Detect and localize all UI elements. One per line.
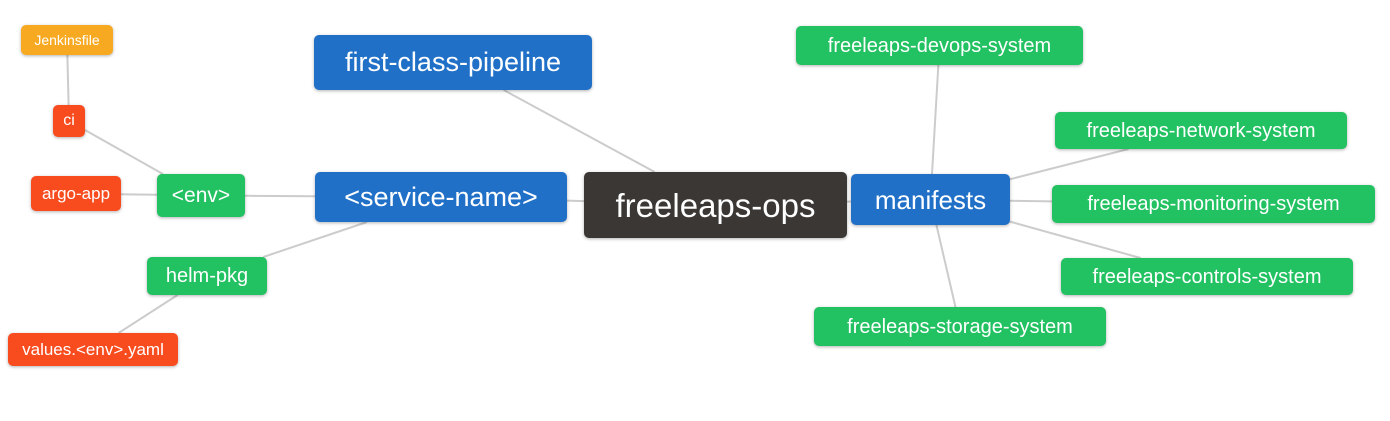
edge-argo-app--env [120, 193, 158, 196]
node-freeleaps-monitoring-system[interactable]: freeleaps-monitoring-system [1052, 185, 1375, 223]
node-ci[interactable]: ci [53, 105, 85, 137]
edge-helm-pkg--service-name [262, 221, 368, 258]
edge-manifests--freeleaps-storage-system [935, 224, 957, 308]
node-freeleaps-controls-system[interactable]: freeleaps-controls-system [1061, 258, 1353, 295]
node-jenkinsfile[interactable]: Jenkinsfile [21, 25, 113, 55]
edge-manifests--freeleaps-devops-system [930, 64, 940, 175]
node-freeleaps-ops[interactable]: freeleaps-ops [584, 172, 847, 238]
node-values-env-yaml[interactable]: values.<env>.yaml [8, 333, 178, 366]
node-helm-pkg[interactable]: helm-pkg [147, 257, 267, 295]
node-first-class-pipeline[interactable]: first-class-pipeline [314, 35, 592, 90]
node-freeleaps-devops-system[interactable]: freeleaps-devops-system [796, 26, 1083, 65]
node-freeleaps-network-system[interactable]: freeleaps-network-system [1055, 112, 1347, 149]
node-freeleaps-storage-system[interactable]: freeleaps-storage-system [814, 307, 1106, 346]
edge-jenkinsfile--ci [66, 54, 70, 106]
edge-manifests--freeleaps-network-system [1009, 148, 1129, 181]
node-argo-app[interactable]: argo-app [31, 176, 121, 211]
edge-first-class-pipeline--freeleaps-ops [503, 89, 656, 173]
edge-values-env-yaml--helm-pkg [118, 294, 179, 334]
edge-manifests--freeleaps-controls-system [1009, 220, 1141, 259]
node-env[interactable]: <env> [157, 174, 245, 217]
edge-ci--env [84, 129, 164, 175]
edge-manifests--freeleaps-monitoring-system [1009, 199, 1053, 203]
node-service-name[interactable]: <service-name> [315, 172, 567, 222]
node-manifests[interactable]: manifests [851, 174, 1010, 225]
